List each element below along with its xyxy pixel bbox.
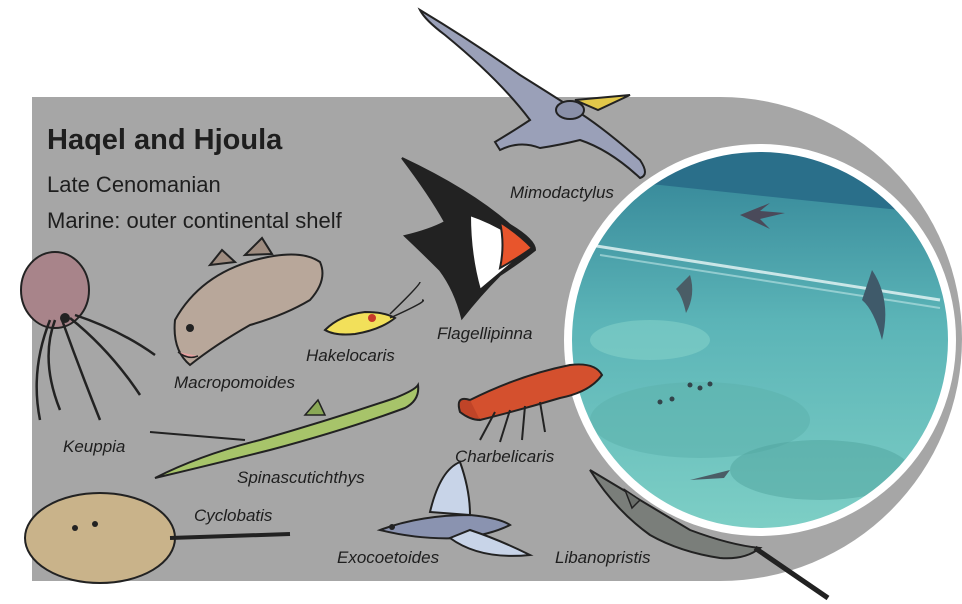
cyclobatis-figure: [24, 492, 291, 584]
macropomoides-figure: [173, 236, 324, 367]
environment-description: Marine: outer continental shelf: [47, 208, 342, 233]
label-keuppia: Keuppia: [63, 437, 126, 456]
geologic-age: Late Cenomanian: [47, 172, 221, 197]
label-hakelocaris: Hakelocaris: [306, 346, 395, 365]
label-spinascutichthys: Spinascutichthys: [237, 468, 365, 487]
label-cyclobatis: Cyclobatis: [194, 506, 273, 525]
label-mimodactylus: Mimodactylus: [510, 183, 614, 202]
label-charbelicaris: Charbelicaris: [455, 447, 555, 466]
hakelocaris-figure: [323, 281, 424, 336]
exocoetoides-figure: [376, 460, 534, 557]
flagellipinna-figure: [401, 157, 537, 321]
label-flagellipinna: Flagellipinna: [437, 324, 533, 343]
charbelicaris-figure: [457, 363, 604, 443]
label-libanopristis: Libanopristis: [555, 548, 651, 567]
environment-scene: [564, 144, 956, 536]
keuppia-figure: [20, 251, 156, 421]
mimodactylus-figure: [417, 7, 646, 180]
page-title: Haqel and Hjoula: [47, 124, 283, 156]
libanopristis-figure: [589, 469, 830, 601]
spinascutichthys-figure: [149, 382, 420, 479]
label-exocoetoides: Exocoetoides: [337, 548, 440, 567]
label-macropomoides: Macropomoides: [174, 373, 295, 392]
